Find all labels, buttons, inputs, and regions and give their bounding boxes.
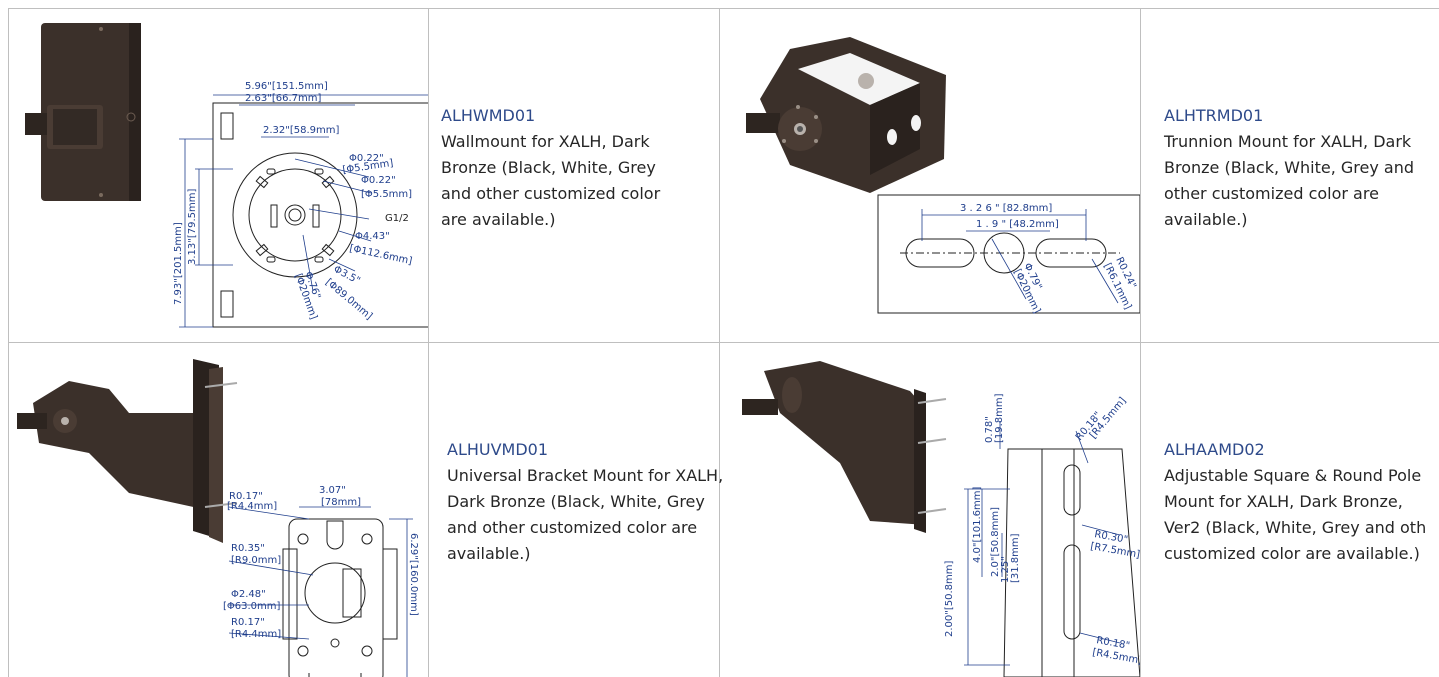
- dim-label: [78mm]: [321, 497, 361, 508]
- product-description-line: available.): [447, 544, 531, 563]
- dim-label: 1.25": [1000, 556, 1011, 583]
- product-description-line: are available.): [441, 210, 556, 229]
- dim-label: [R4.5mm]: [1091, 647, 1140, 667]
- product-info-universal: ALHUVMD01 Universal Bracket Mount for XA…: [429, 343, 723, 677]
- table-divider: [8, 342, 1439, 343]
- product-text: ALHTRMD01 Trunnion Mount for XALH, Dark …: [1164, 103, 1439, 233]
- dim-label: [Φ63.0mm]: [223, 601, 281, 612]
- dim-label: [Φ5.5mm]: [361, 189, 412, 200]
- product-info-trunnion: ALHTRMD01 Trunnion Mount for XALH, Dark …: [1141, 9, 1439, 342]
- dim-label: 0.78": [984, 416, 995, 443]
- product-description-line: and other customized color are: [447, 518, 698, 537]
- wallmount-drawing: 5.96"[151.5mm] 2.63"[66.7mm] 2.32"[58.9m…: [25, 23, 428, 328]
- product-image-universal: R0.17" [R4.4mm] 3.07" [78mm] R0.35" [R9.…: [9, 343, 428, 677]
- dim-label: [R9.0mm]: [231, 555, 281, 566]
- dim-label: 5.96"[151.5mm]: [245, 81, 328, 92]
- trunnion-drawing: 3 . 2 6 " [82.8mm] 1 . 9 " [48.2mm] Φ.79…: [746, 37, 1140, 315]
- dim-label: R0.35": [231, 543, 265, 554]
- product-text: ALHUVMD01 Universal Bracket Mount for XA…: [447, 437, 747, 567]
- table-border-top: [8, 8, 1439, 9]
- product-image-trunnion: 3 . 2 6 " [82.8mm] 1 . 9 " [48.2mm] Φ.79…: [720, 9, 1140, 342]
- dim-label: [R4.4mm]: [227, 501, 277, 512]
- dim-label: 1 . 9 " [48.2mm]: [976, 219, 1059, 230]
- product-code: ALHUVMD01: [447, 440, 549, 459]
- dim-label: R0.17": [229, 491, 263, 502]
- product-code: ALHAAMD02: [1164, 440, 1265, 459]
- dim-label: 4.0"[101.6mm]: [972, 486, 983, 563]
- product-description-line: available.): [1164, 210, 1248, 229]
- product-description-line: Trunnion Mount for XALH, Dark: [1164, 132, 1412, 151]
- product-text: ALHWMD01 Wallmount for XALH, Dark Bronze…: [441, 103, 713, 233]
- product-description-line: Ver2 (Black, White, Grey and oth: [1164, 518, 1427, 537]
- dim-label: [31.8mm]: [1010, 533, 1021, 583]
- dim-label: R0.17": [231, 617, 265, 628]
- product-description-line: Adjustable Square & Round Pole: [1164, 466, 1422, 485]
- dim-label: [Φ89.0mm]: [323, 277, 374, 322]
- dim-label: Φ0.22": [361, 175, 396, 186]
- dim-label: [R7.5mm]: [1089, 541, 1140, 561]
- product-text: ALHAAMD02 Adjustable Square & Round Pole…: [1164, 437, 1439, 567]
- product-image-adjustable: 0.78" [19.8mm] R0.18" [R4.5mm] 4.0"[101.…: [720, 343, 1140, 677]
- product-code: ALHWMD01: [441, 106, 536, 125]
- product-description-line: other customized color are: [1164, 184, 1379, 203]
- dim-label: [R4.4mm]: [231, 629, 281, 640]
- product-description-line: Bronze (Black, White, Grey: [441, 158, 656, 177]
- dim-label: 3.07": [319, 485, 346, 496]
- product-description-line: Bronze (Black, White, Grey and: [1164, 158, 1414, 177]
- product-description-line: Wallmount for XALH, Dark: [441, 132, 650, 151]
- product-info-adjustable: ALHAAMD02 Adjustable Square & Round Pole…: [1141, 343, 1439, 677]
- dim-label: 3.13"[79.5mm]: [187, 188, 198, 265]
- dim-label: 6.29"[160.0mm]: [408, 533, 419, 616]
- dim-label: [Φ112.6mm]: [348, 243, 413, 267]
- dim-label: 2.00"[50.8mm]: [944, 560, 955, 637]
- dim-label: Φ2.48": [231, 589, 266, 600]
- dim-label: Φ4.43": [355, 231, 390, 242]
- product-info-wallmount: ALHWMD01 Wallmount for XALH, Dark Bronze…: [429, 9, 719, 342]
- adjustable-drawing: 0.78" [19.8mm] R0.18" [R4.5mm] 4.0"[101.…: [742, 361, 1140, 677]
- product-description-line: customized color are available.): [1164, 544, 1420, 563]
- product-description-line: Universal Bracket Mount for XALH,: [447, 466, 724, 485]
- dim-label: 3 . 2 6 " [82.8mm]: [960, 203, 1052, 214]
- dim-label: [19.8mm]: [994, 393, 1005, 443]
- dim-label: G1/2: [385, 213, 409, 224]
- dim-label: 2.32"[58.9mm]: [263, 125, 340, 136]
- dim-label: 2.63"[66.7mm]: [245, 93, 322, 104]
- universal-drawing: R0.17" [R4.4mm] 3.07" [78mm] R0.35" [R9.…: [17, 359, 419, 677]
- product-description-line: Mount for XALH, Dark Bronze,: [1164, 492, 1403, 511]
- product-table: 5.96"[151.5mm] 2.63"[66.7mm] 2.32"[58.9m…: [8, 8, 1439, 677]
- dim-label: Φ0.22": [349, 153, 384, 164]
- dim-label: 7.93"[201.5mm]: [173, 222, 184, 305]
- product-code: ALHTRMD01: [1164, 106, 1264, 125]
- dim-label: 2.0"[50.8mm]: [990, 507, 1001, 577]
- product-description-line: and other customized color: [441, 184, 661, 203]
- product-image-wallmount: 5.96"[151.5mm] 2.63"[66.7mm] 2.32"[58.9m…: [9, 9, 428, 342]
- product-description-line: Dark Bronze (Black, White, Grey: [447, 492, 705, 511]
